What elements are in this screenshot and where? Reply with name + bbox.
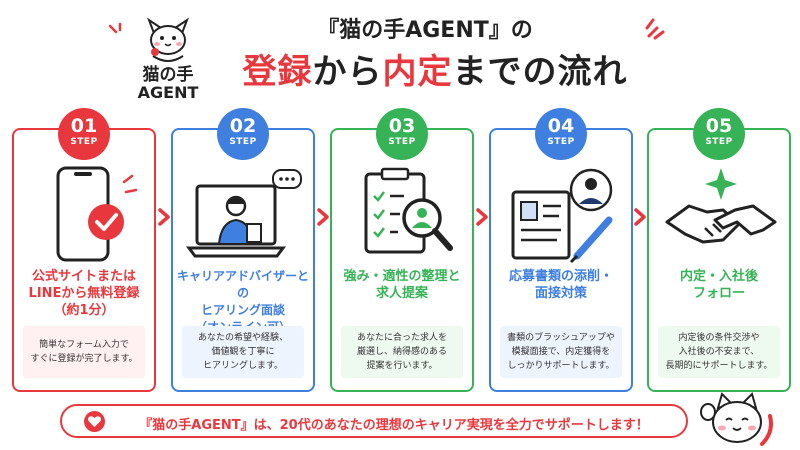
step-title: 応募書類の添削・ 面接対策 bbox=[508, 269, 613, 301]
step-title: 公式サイトまたは LINEから無料登録 （約1分） bbox=[28, 269, 140, 318]
step-label: STEP bbox=[229, 137, 257, 147]
step-badge: 04 STEP bbox=[535, 108, 587, 160]
laptop-advisor-icon bbox=[186, 169, 302, 258]
chevron-right-icon bbox=[476, 208, 488, 226]
step-card-04: 04 STEP 応募書類の添削・ 面接対策 書類のブラッシュアップや 模擬面接で… bbox=[489, 108, 633, 392]
logo-text-line1: 猫の手 bbox=[142, 65, 194, 85]
step-label: STEP bbox=[705, 137, 733, 147]
step-label: STEP bbox=[388, 137, 416, 147]
step-label: STEP bbox=[70, 137, 98, 147]
logo: 猫の手 AGENT bbox=[128, 10, 208, 106]
sparkle-icon bbox=[645, 18, 665, 40]
title-part-offer: 内定 bbox=[382, 52, 453, 92]
step-badge: 03 STEP bbox=[376, 108, 428, 160]
banner-text: 『猫の手AGENT』は、20代のあなたの理想のキャリア実現を全力でサポートします… bbox=[139, 418, 649, 433]
page-title: 登録から内定までの流れ bbox=[205, 44, 665, 93]
cat-mascot-icon bbox=[700, 392, 773, 446]
bottom-banner: 『猫の手AGENT』は、20代のあなたの理想のキャリア実現を全力でサポートします… bbox=[60, 404, 688, 438]
title-subheading: 『猫の手AGENT』の bbox=[317, 18, 533, 43]
step-description: 書類のブラッシュアップや 模擬面接で、内定獲得を しっかりサポートします。 bbox=[500, 326, 622, 378]
step-description: あなたに合った求人を 厳選し、納得感のある 提案を行います。 bbox=[341, 326, 463, 378]
step-number: 03 bbox=[388, 115, 416, 137]
heart-icon bbox=[84, 411, 105, 432]
title-part-register: 登録 bbox=[242, 52, 313, 92]
step-badge: 02 STEP bbox=[217, 108, 269, 160]
step-description: 内定後の条件交渉や 入社後の不安まで、 長期的にサポートします。 bbox=[658, 326, 780, 378]
step-card-02: 02 STEP キャリアアドバイザーとの ヒアリング面談 （オンライン可） あな… bbox=[171, 108, 315, 392]
cat-logo-icon bbox=[146, 17, 190, 62]
step-label: STEP bbox=[547, 137, 575, 147]
step-card-05: 05 STEP 内定・入社後 フォロー 内定後の条件交渉や 入社後の不安まで、 … bbox=[647, 108, 791, 392]
step-title: 強み・適性の整理と 求人提案 bbox=[343, 269, 461, 301]
step-number: 04 bbox=[547, 115, 575, 137]
chevron-right-icon bbox=[158, 208, 170, 226]
resume-pen-icon bbox=[511, 168, 613, 264]
title-part-kara: から bbox=[312, 52, 383, 92]
step-number: 05 bbox=[705, 115, 733, 137]
chevron-right-icon bbox=[634, 208, 646, 226]
step-card-03: 03 STEP 強み・適性の整理と 求人提案 あなたに合った求人を 厳選し、納得… bbox=[330, 108, 474, 392]
logo-text-line2: AGENT bbox=[137, 83, 199, 102]
step-card-01: 01 STEP 公式サイトまたは LINEから無料登録 （約1分） 簡単なフォー… bbox=[12, 108, 156, 392]
smartphone-check-icon bbox=[56, 166, 138, 262]
step-title: 内定・入社後 フォロー bbox=[679, 269, 758, 301]
step-description: 簡単なフォーム入力で すぐに登録が完了します。 bbox=[23, 326, 145, 378]
chevron-right-icon bbox=[317, 208, 329, 226]
clipboard-magnifier-icon bbox=[364, 167, 453, 254]
step-badge: 01 STEP bbox=[58, 108, 110, 160]
step-description: あなたの希望や経験、 価値観を丁寧に ヒアリングします。 bbox=[182, 326, 304, 378]
step-number: 02 bbox=[229, 115, 257, 137]
handshake-icon bbox=[665, 168, 777, 244]
title-part-flow: までの流れ bbox=[452, 52, 628, 92]
sparkle-left-icon bbox=[108, 22, 122, 34]
step-badge: 05 STEP bbox=[693, 108, 745, 160]
step-number: 01 bbox=[70, 115, 98, 137]
